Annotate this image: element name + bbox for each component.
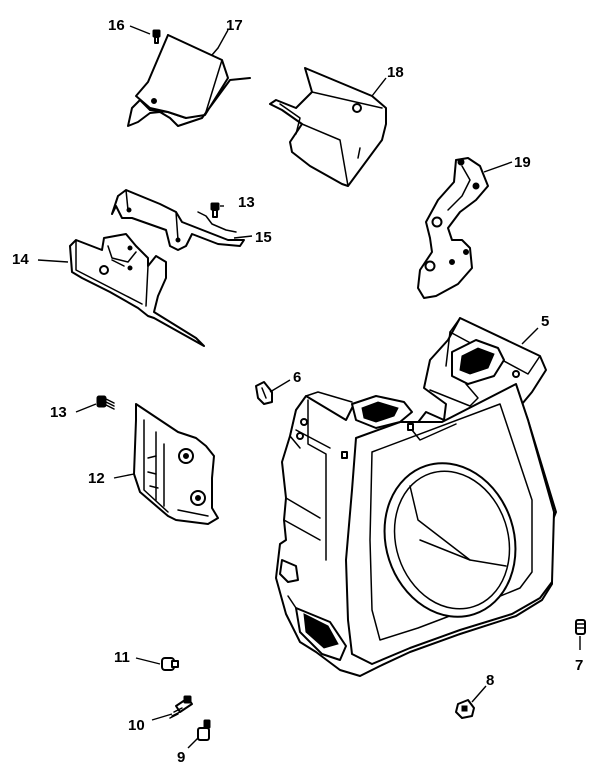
callout-18: 18 [387, 64, 404, 81]
part-9-bolt [197, 719, 211, 741]
callout-17: 17 [226, 17, 243, 34]
callout-7: 7 [575, 657, 583, 674]
callout-16: 16 [108, 17, 125, 34]
callout-19: 19 [514, 154, 531, 171]
part-18-baffle [269, 67, 387, 187]
callout-5: 5 [541, 313, 549, 330]
leader-lines [37, 25, 581, 749]
callout-labels: 5 6 7 8 9 10 11 12 13 13 14 15 16 17 18 … [12, 17, 583, 766]
part-5-blower-housing [275, 317, 557, 677]
callout-8: 8 [486, 672, 494, 689]
part-7-pin [575, 619, 586, 635]
part-10-screw [169, 695, 193, 719]
part-15-rail [111, 189, 245, 251]
callout-13-lower: 13 [50, 404, 67, 421]
part-8-nut [455, 699, 475, 719]
callout-9: 9 [177, 749, 185, 766]
part-13-screw-upper [210, 202, 220, 218]
callout-10: 10 [128, 717, 145, 734]
part-11-grommet [161, 657, 179, 671]
callout-12: 12 [88, 470, 105, 487]
callout-15: 15 [255, 229, 272, 246]
callout-13-upper: 13 [238, 194, 255, 211]
part-17-shroud [127, 34, 251, 127]
part-19-bracket [417, 157, 489, 299]
callout-6: 6 [293, 369, 301, 386]
part-16-screw [152, 29, 161, 44]
part-12-bracket [133, 403, 219, 525]
part-6-clip [255, 381, 273, 405]
callout-14: 14 [12, 251, 29, 268]
callout-11: 11 [114, 649, 130, 666]
part-13-screw-lower [96, 395, 115, 410]
part-14-shroud [69, 233, 205, 347]
